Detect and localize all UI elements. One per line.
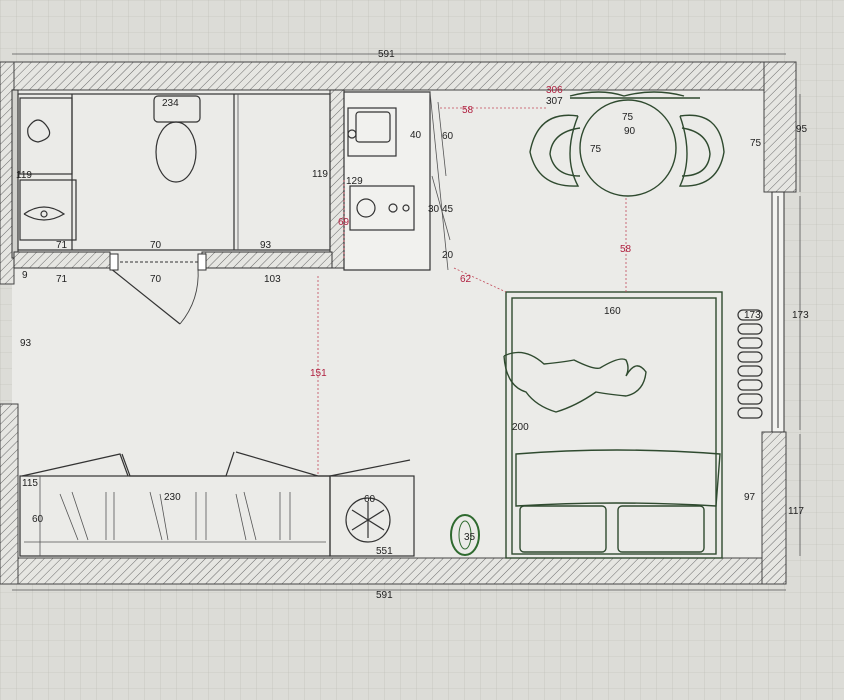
dim-dining-total: 306 <box>546 85 563 96</box>
dim-entry-1: 71 <box>56 274 68 285</box>
dim-window-outer: 173 <box>792 310 809 321</box>
dim-kitchen-offset: 69 <box>338 217 350 228</box>
dim-bed-width: 160 <box>604 306 621 317</box>
dim-sofa-depth: 115 <box>22 478 38 489</box>
walls <box>0 61 797 585</box>
entry-door <box>109 253 207 325</box>
dim-bed-length: 200 <box>512 422 529 433</box>
dim-wc-3: 93 <box>260 240 272 251</box>
plant-icon <box>450 514 480 556</box>
fridge <box>329 459 415 557</box>
dim-wall-right: 95 <box>796 124 808 135</box>
dim-kitchen-bottom: 20 <box>442 250 454 261</box>
dim-table-depth: 75 <box>590 144 602 155</box>
bathroom <box>17 93 331 251</box>
dim-wall-right-top: 75 <box>750 138 762 149</box>
dim-sofa-height: 60 <box>32 514 44 525</box>
dim-overall-bottom: 591 <box>376 590 393 601</box>
dim-entry-height: 9 <box>22 270 28 281</box>
dim-kitchen-to-bed: 62 <box>460 274 472 285</box>
dim-table-width: 75 <box>622 112 634 123</box>
dim-kitchen-upper: 40 <box>410 130 422 141</box>
dim-fridge-width: 60 <box>364 494 376 505</box>
dim-right-bottom-inner: 97 <box>744 492 756 503</box>
dim-kitchen-depth: 129 <box>346 176 363 187</box>
dim-sofa-length: 230 <box>164 492 181 503</box>
dim-kitchen-sink: 60 <box>442 131 454 142</box>
dim-wc-2: 70 <box>150 240 162 251</box>
dim-overall-top: 591 <box>378 49 395 60</box>
bed <box>503 291 723 559</box>
dimension-labels: 591 591 234 71 70 93 71 70 103 119 119 9… <box>16 49 809 601</box>
dim-bathroom-height: 119 <box>16 170 32 181</box>
dim-dining-width: 307 <box>546 96 563 107</box>
dim-hall-height: 93 <box>20 338 32 349</box>
dim-living-depth: 151 <box>310 368 327 379</box>
dim-living-length: 551 <box>376 546 393 557</box>
dim-entry-2: 70 <box>150 274 162 285</box>
dim-bathroom-width: 234 <box>162 98 179 109</box>
dim-table-inner: 90 <box>624 126 636 137</box>
dim-wc-1: 71 <box>56 240 68 251</box>
radiator <box>737 309 763 419</box>
dim-plant-size: 35 <box>464 532 476 543</box>
dim-table-to-bed: 58 <box>620 244 632 255</box>
dim-wc-height: 119 <box>312 169 328 180</box>
dim-kitchen-gap: 58 <box>462 105 474 116</box>
window-right <box>771 191 785 433</box>
dim-right-bottom-outer: 117 <box>788 506 804 517</box>
dining-set <box>529 91 725 197</box>
dim-oven-1: 30 <box>428 204 440 215</box>
dimension-lines <box>12 53 801 591</box>
dim-window-inner: 173 <box>744 310 761 321</box>
dim-entry-3: 103 <box>264 274 281 285</box>
dim-oven-2: 45 <box>442 204 454 215</box>
